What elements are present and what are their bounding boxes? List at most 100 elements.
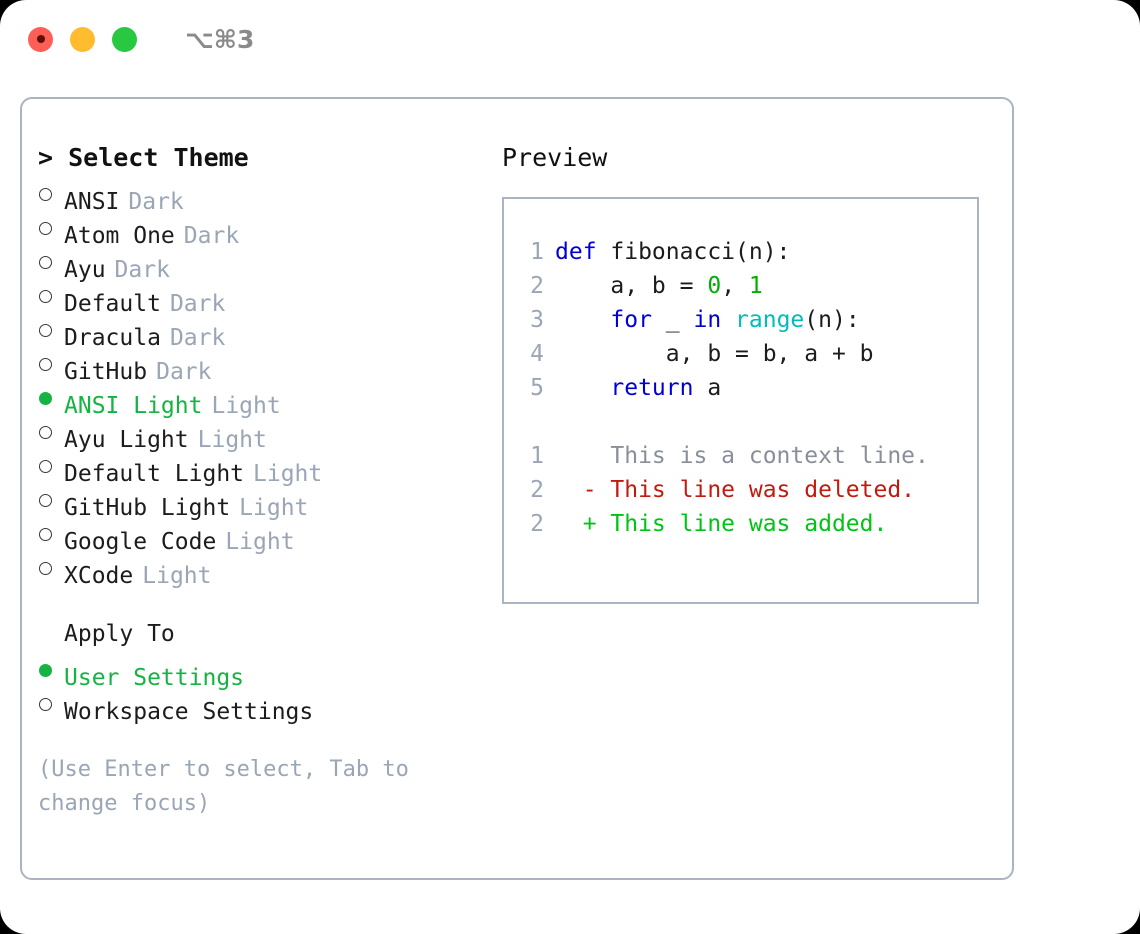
theme-option-label: ANSI [64, 189, 120, 215]
diff-line: 2 - This line was deleted. [516, 473, 977, 507]
theme-option-label: Default Light [64, 461, 245, 487]
radio-unselected-icon[interactable] [38, 515, 64, 549]
theme-option-label: ANSI Light [64, 393, 203, 419]
theme-kind-label: Dark [156, 359, 212, 385]
code-line: 5 return a [516, 371, 977, 405]
keyboard-hint-text: (Use Enter to select, Tab to change focu… [38, 757, 409, 816]
theme-option-label: GitHub Light [64, 495, 231, 521]
code-token: a [693, 375, 722, 401]
title-bar: ⌥⌘3 [0, 0, 1140, 78]
apply-to-option[interactable]: User Settings [38, 651, 488, 691]
radio-unselected-icon[interactable] [38, 209, 64, 243]
diff-text: - This line was deleted. [555, 477, 916, 503]
theme-option[interactable]: ANSI Dark [38, 175, 488, 215]
radio-unselected-icon[interactable] [38, 685, 64, 719]
minimize-button[interactable] [70, 26, 95, 52]
apply-to-option[interactable]: Workspace Settings [38, 685, 488, 725]
line-number: 2 [530, 511, 544, 537]
apply-to-label: Apply To [64, 621, 175, 647]
select-theme-header: > Select Theme [38, 143, 249, 172]
code-token: a, b = b, a + b [555, 341, 874, 367]
radio-unselected-icon[interactable] [38, 277, 64, 311]
theme-kind-label: Light [225, 529, 295, 555]
diff-sample: 1 This is a context line.2 - This line w… [516, 439, 977, 541]
code-token: (n): [804, 307, 860, 333]
diff-text: This is a context line. [555, 443, 929, 469]
line-number: 2 [530, 477, 544, 503]
code-token: for [610, 307, 652, 333]
radio-unselected-icon[interactable] [38, 413, 64, 447]
radio-unselected-icon[interactable] [38, 345, 64, 379]
code-line: 4 a, b = b, a + b [516, 337, 977, 371]
maximize-button[interactable] [112, 26, 137, 52]
theme-option[interactable]: ANSI Light Light [38, 379, 488, 419]
window-controls [28, 26, 137, 52]
diff-line: 1 This is a context line. [516, 439, 977, 473]
theme-option-label: Default [64, 291, 161, 317]
theme-option[interactable]: GitHub Dark [38, 345, 488, 385]
theme-option-label: XCode [64, 563, 134, 589]
theme-kind-label: Dark [128, 189, 184, 215]
diff-line: 2 + This line was added. [516, 507, 977, 541]
code-token [721, 307, 735, 333]
code-token [555, 307, 610, 333]
theme-option-label: Ayu [64, 257, 106, 283]
theme-kind-label: Light [253, 461, 323, 487]
theme-option[interactable]: Ayu Light Light [38, 413, 488, 453]
code-token: range [735, 307, 805, 333]
radio-unselected-icon[interactable] [38, 481, 64, 515]
theme-option-label: Ayu Light [64, 427, 189, 453]
theme-kind-label: Light [142, 563, 212, 589]
theme-option[interactable]: Default Light Light [38, 447, 488, 487]
code-token: 1 [748, 273, 763, 299]
radio-unselected-icon[interactable] [38, 243, 64, 277]
code-token: fibonacci(n): [610, 239, 791, 265]
theme-option[interactable]: XCode Light [38, 549, 488, 589]
theme-kind-label: Dark [114, 257, 170, 283]
radio-unselected-icon[interactable] [38, 549, 64, 583]
apply-to-option-label: Workspace Settings [64, 699, 314, 725]
radio-selected-icon[interactable] [38, 379, 64, 413]
code-token: in [693, 307, 722, 333]
theme-kind-label: Dark [183, 223, 240, 249]
theme-kind-label: Light [197, 427, 267, 453]
diff-text: + This line was added. [555, 511, 888, 537]
apply-to-option-label: User Settings [64, 665, 245, 691]
radio-unselected-icon[interactable] [38, 311, 64, 345]
theme-option[interactable]: Google Code Light [38, 515, 488, 555]
theme-option-label: Dracula [64, 325, 161, 351]
line-number: 4 [530, 341, 544, 367]
theme-option[interactable]: Ayu Dark [38, 243, 488, 283]
theme-option[interactable]: Dracula Dark [38, 311, 488, 351]
code-line: 3 for _ in range(n): [516, 303, 977, 337]
code-token: def [555, 239, 611, 265]
theme-option-label: GitHub [64, 359, 148, 385]
radio-unselected-icon[interactable] [38, 447, 64, 481]
theme-kind-label: Dark [169, 325, 226, 351]
keyboard-shortcut-label: ⌥⌘3 [185, 24, 255, 54]
line-number: 3 [530, 307, 544, 333]
close-button[interactable] [28, 26, 53, 52]
radio-selected-icon[interactable] [38, 651, 64, 685]
code-token: , [721, 273, 749, 299]
code-token: return [610, 375, 694, 401]
line-number: 2 [530, 273, 544, 299]
code-line: 2 a, b = 0, 1 [516, 269, 977, 303]
radio-unselected-icon[interactable] [38, 175, 64, 209]
code-token: _ [651, 307, 694, 333]
line-number: 5 [530, 375, 544, 401]
code-token: 0 [707, 273, 722, 299]
theme-option-label: Google Code [64, 529, 217, 555]
theme-kind-label: Light [211, 393, 281, 419]
